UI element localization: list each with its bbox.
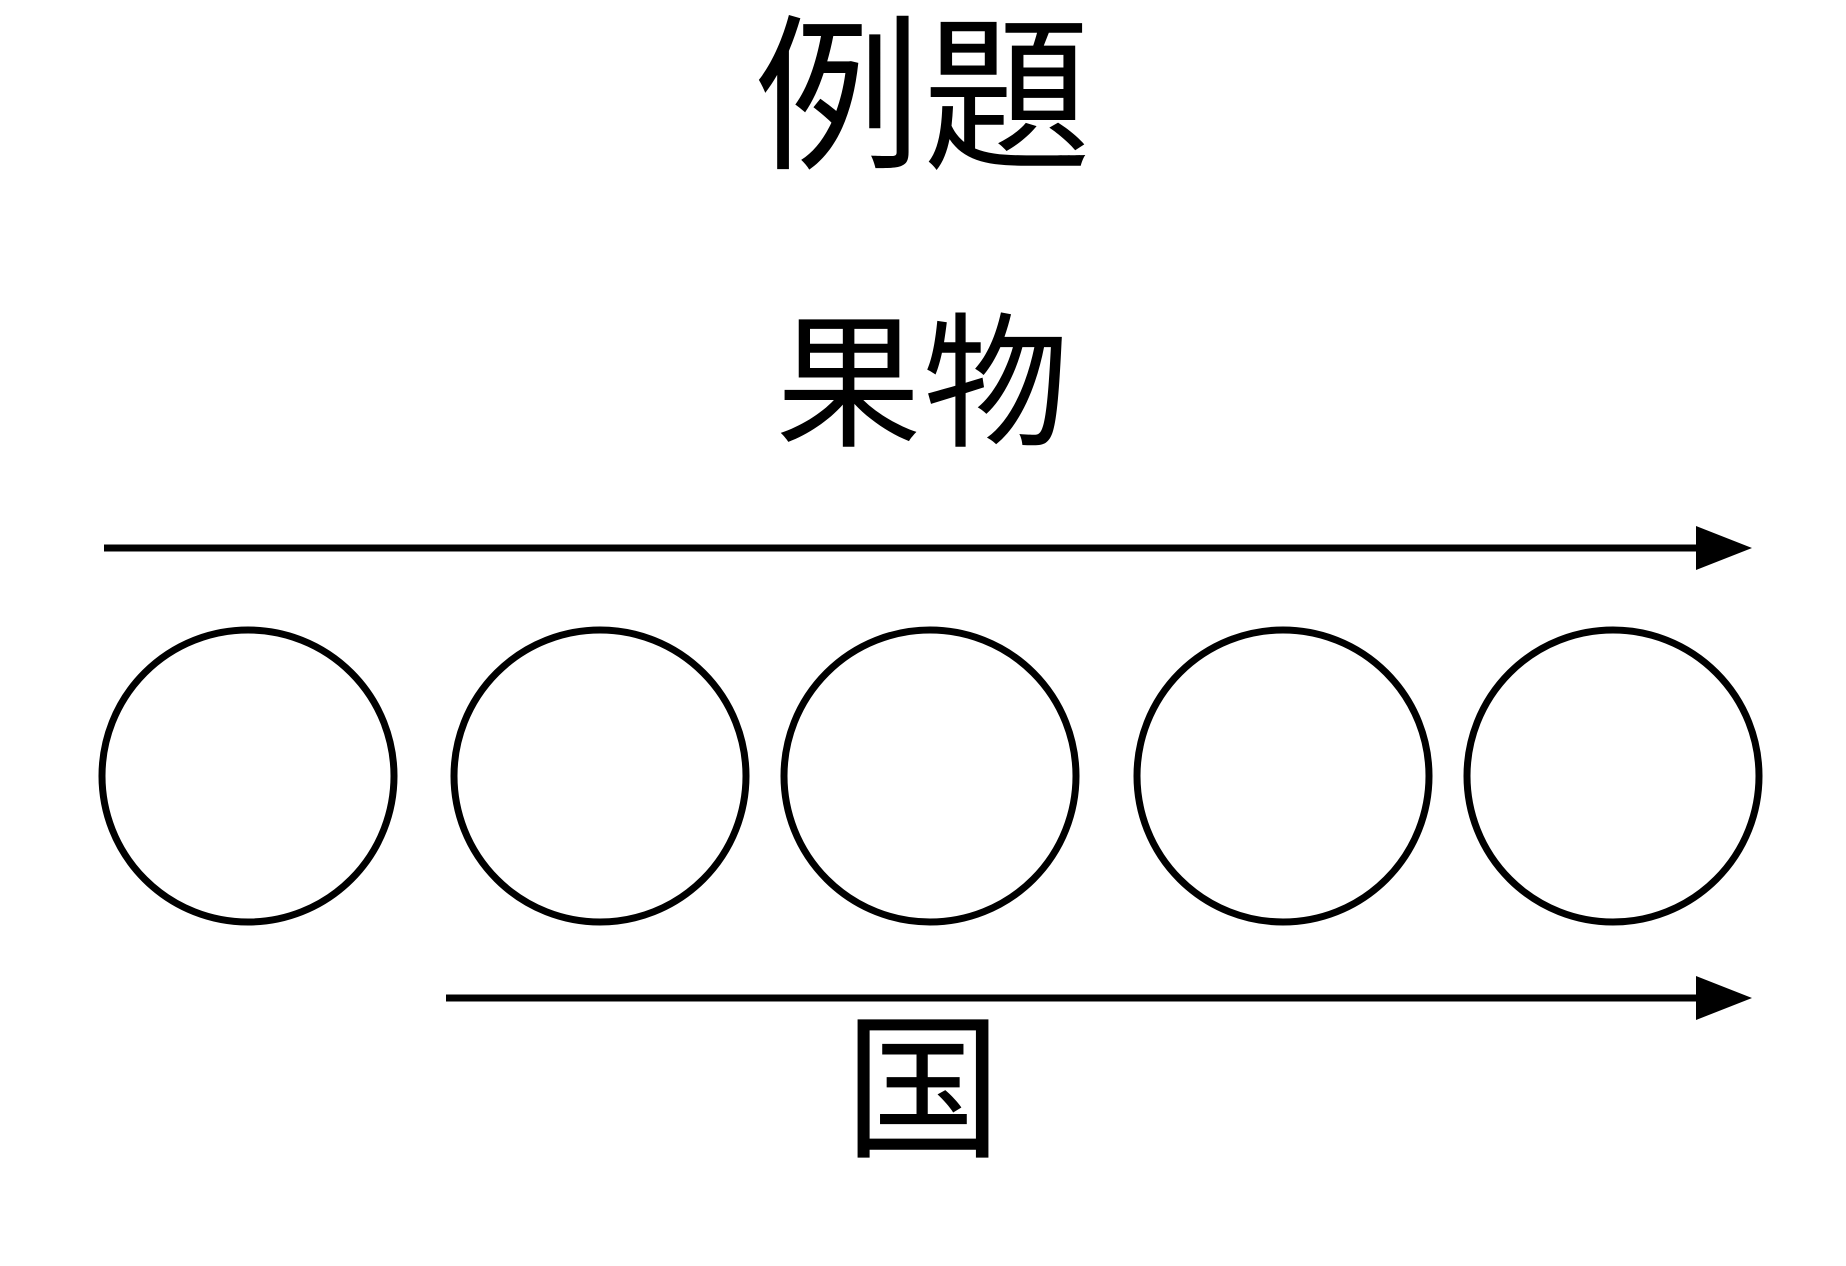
item-circle-5[interactable] bbox=[1463, 626, 1763, 926]
item-circle-4[interactable] bbox=[1133, 626, 1433, 926]
item-circle-1[interactable] bbox=[98, 626, 398, 926]
item-circle-3[interactable] bbox=[780, 626, 1080, 926]
top-arrow bbox=[104, 526, 1752, 570]
category-label-fruit: 果物 bbox=[775, 303, 1071, 466]
page-title: 例題 bbox=[753, 4, 1093, 192]
item-circle-2[interactable] bbox=[450, 626, 750, 926]
bottom-arrow-head-icon bbox=[1696, 976, 1752, 1020]
country-label: 国 bbox=[844, 1003, 1002, 1179]
circle-row bbox=[98, 626, 1763, 926]
top-arrow-head-icon bbox=[1696, 526, 1752, 570]
bottom-arrow bbox=[446, 976, 1752, 1020]
